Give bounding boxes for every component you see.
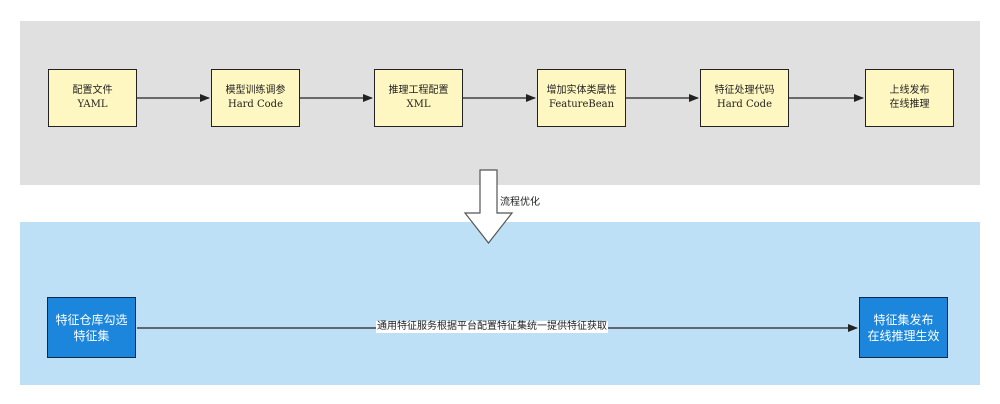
step-label-primary: 特征集发布 <box>873 312 934 327</box>
step-label-primary: 特征仓库勾选 <box>55 312 128 327</box>
step-box-model-training: 模型训练调参 Hard Code <box>211 69 300 127</box>
optimize-label: 流程优化 <box>500 197 540 208</box>
step-label-secondary: 在线推理 <box>889 99 930 110</box>
step-label-secondary: FeatureBean <box>548 99 615 110</box>
step-box-entity-attributes: 增加实体类属性 FeatureBean <box>537 69 626 127</box>
step-label-secondary: Hard Code <box>227 99 284 110</box>
step-label-primary: 上线发布 <box>889 85 930 96</box>
step-label-secondary: XML <box>406 99 431 110</box>
step-label-primary: 配置文件 <box>72 85 113 96</box>
optimize-down-arrow <box>463 169 514 244</box>
connector-label: 通用特征服务根据平台配置特征集统一提供特征获取 <box>376 321 608 333</box>
step-label-secondary: YAML <box>77 99 108 110</box>
step-label-primary: 特征处理代码 <box>714 85 775 96</box>
step-label-secondary: Hard Code <box>716 99 773 110</box>
step-box-feature-code: 特征处理代码 Hard Code <box>700 69 789 127</box>
step-box-inference-config: 推理工程配置 XML <box>374 69 463 127</box>
step-box-release: 上线发布 在线推理 <box>865 69 954 127</box>
step-box-config-file: 配置文件 YAML <box>48 69 137 127</box>
feature-store-select-box: 特征仓库勾选 特征集 <box>47 297 136 358</box>
legacy-flow-panel <box>20 21 980 185</box>
step-label-secondary: 在线推理生效 <box>867 328 940 343</box>
step-label-primary: 增加实体类属性 <box>546 85 617 96</box>
feature-set-release-box: 特征集发布 在线推理生效 <box>859 297 948 358</box>
optimized-flow-panel <box>20 222 980 385</box>
step-label-primary: 模型训练调参 <box>225 85 286 96</box>
step-label-secondary: 特征集 <box>73 328 110 343</box>
step-label-primary: 推理工程配置 <box>388 85 449 96</box>
